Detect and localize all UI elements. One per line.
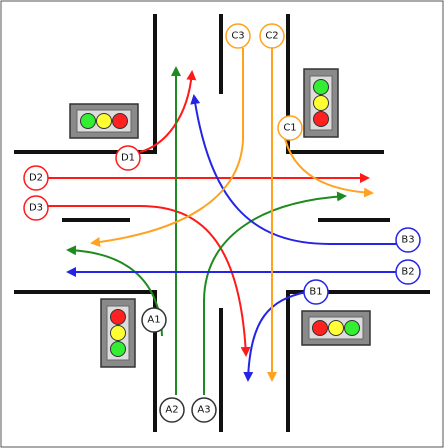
- label-c1-text: C1: [283, 123, 296, 134]
- label-d2-text: D2: [29, 173, 43, 184]
- yellow-lamp: [328, 320, 344, 336]
- label-circle: [303, 279, 329, 305]
- road-edge-south-west: [14, 290, 157, 432]
- label-a2: A2: [159, 397, 185, 423]
- path-b1-right-turn: [243, 291, 307, 382]
- road-edge-south-east: [286, 290, 430, 432]
- label-a3-text: A3: [197, 405, 210, 416]
- red-lamp: [312, 320, 328, 336]
- yellow-lamp: [110, 325, 126, 341]
- green-lamp: [344, 320, 360, 336]
- label-a1-text: A1: [147, 315, 160, 326]
- label-d3-text: D3: [29, 203, 43, 214]
- path-b3-left-turn: [190, 94, 396, 245]
- label-a2-text: A2: [165, 405, 178, 416]
- label-b2: B2: [395, 259, 421, 285]
- label-c3-text: C3: [231, 31, 244, 42]
- green-lamp: [80, 113, 96, 129]
- label-circle: [395, 227, 421, 253]
- path-d1-left-turn: [139, 70, 197, 153]
- road-edge-north-east: [286, 14, 384, 154]
- yellow-lamp: [96, 113, 112, 129]
- traffic-light-north-west: [69, 103, 139, 139]
- road-edge-north-west: [14, 14, 157, 154]
- label-circle: [191, 397, 217, 423]
- label-circle: [225, 23, 251, 49]
- label-circle: [159, 397, 185, 423]
- label-c3: C3: [225, 23, 251, 49]
- green-lamp: [313, 79, 329, 95]
- label-circle: [23, 195, 49, 221]
- label-circle: [277, 115, 303, 141]
- label-b2-text: B2: [401, 267, 414, 278]
- label-b1-text: B1: [309, 287, 322, 298]
- label-b3: B3: [395, 227, 421, 253]
- node-labels: D1 D2 D3 C3 C2 C1 B3 B2: [23, 23, 421, 423]
- green-lamp: [110, 341, 126, 357]
- label-d2: D2: [23, 165, 49, 191]
- traffic-paths: [48, 48, 396, 395]
- label-b1: B1: [303, 279, 329, 305]
- label-a3: A3: [191, 397, 217, 423]
- label-c2: C2: [259, 23, 285, 49]
- label-circle: [259, 23, 285, 49]
- label-d3: D3: [23, 195, 49, 221]
- label-d1-text: D1: [121, 153, 135, 164]
- label-c2-text: C2: [265, 31, 278, 42]
- label-circle: [23, 165, 49, 191]
- red-lamp: [313, 111, 329, 127]
- label-b3-text: B3: [401, 235, 414, 246]
- path-c3-left-turn: [90, 48, 244, 247]
- label-d1: D1: [115, 145, 141, 171]
- traffic-light-south-west: [100, 298, 136, 368]
- road-edges: [14, 14, 430, 432]
- label-a1: A1: [141, 307, 167, 333]
- traffic-light-south-east: [301, 310, 371, 346]
- label-circle: [395, 259, 421, 285]
- red-lamp: [110, 309, 126, 325]
- red-lamp: [112, 113, 128, 129]
- yellow-lamp: [313, 95, 329, 111]
- path-a3-left-turn: [203, 191, 347, 395]
- label-circle: [115, 145, 141, 171]
- traffic-light-north-east: [303, 68, 339, 138]
- label-circle: [141, 307, 167, 333]
- label-c1: C1: [277, 115, 303, 141]
- path-d3-right-turn: [48, 205, 251, 357]
